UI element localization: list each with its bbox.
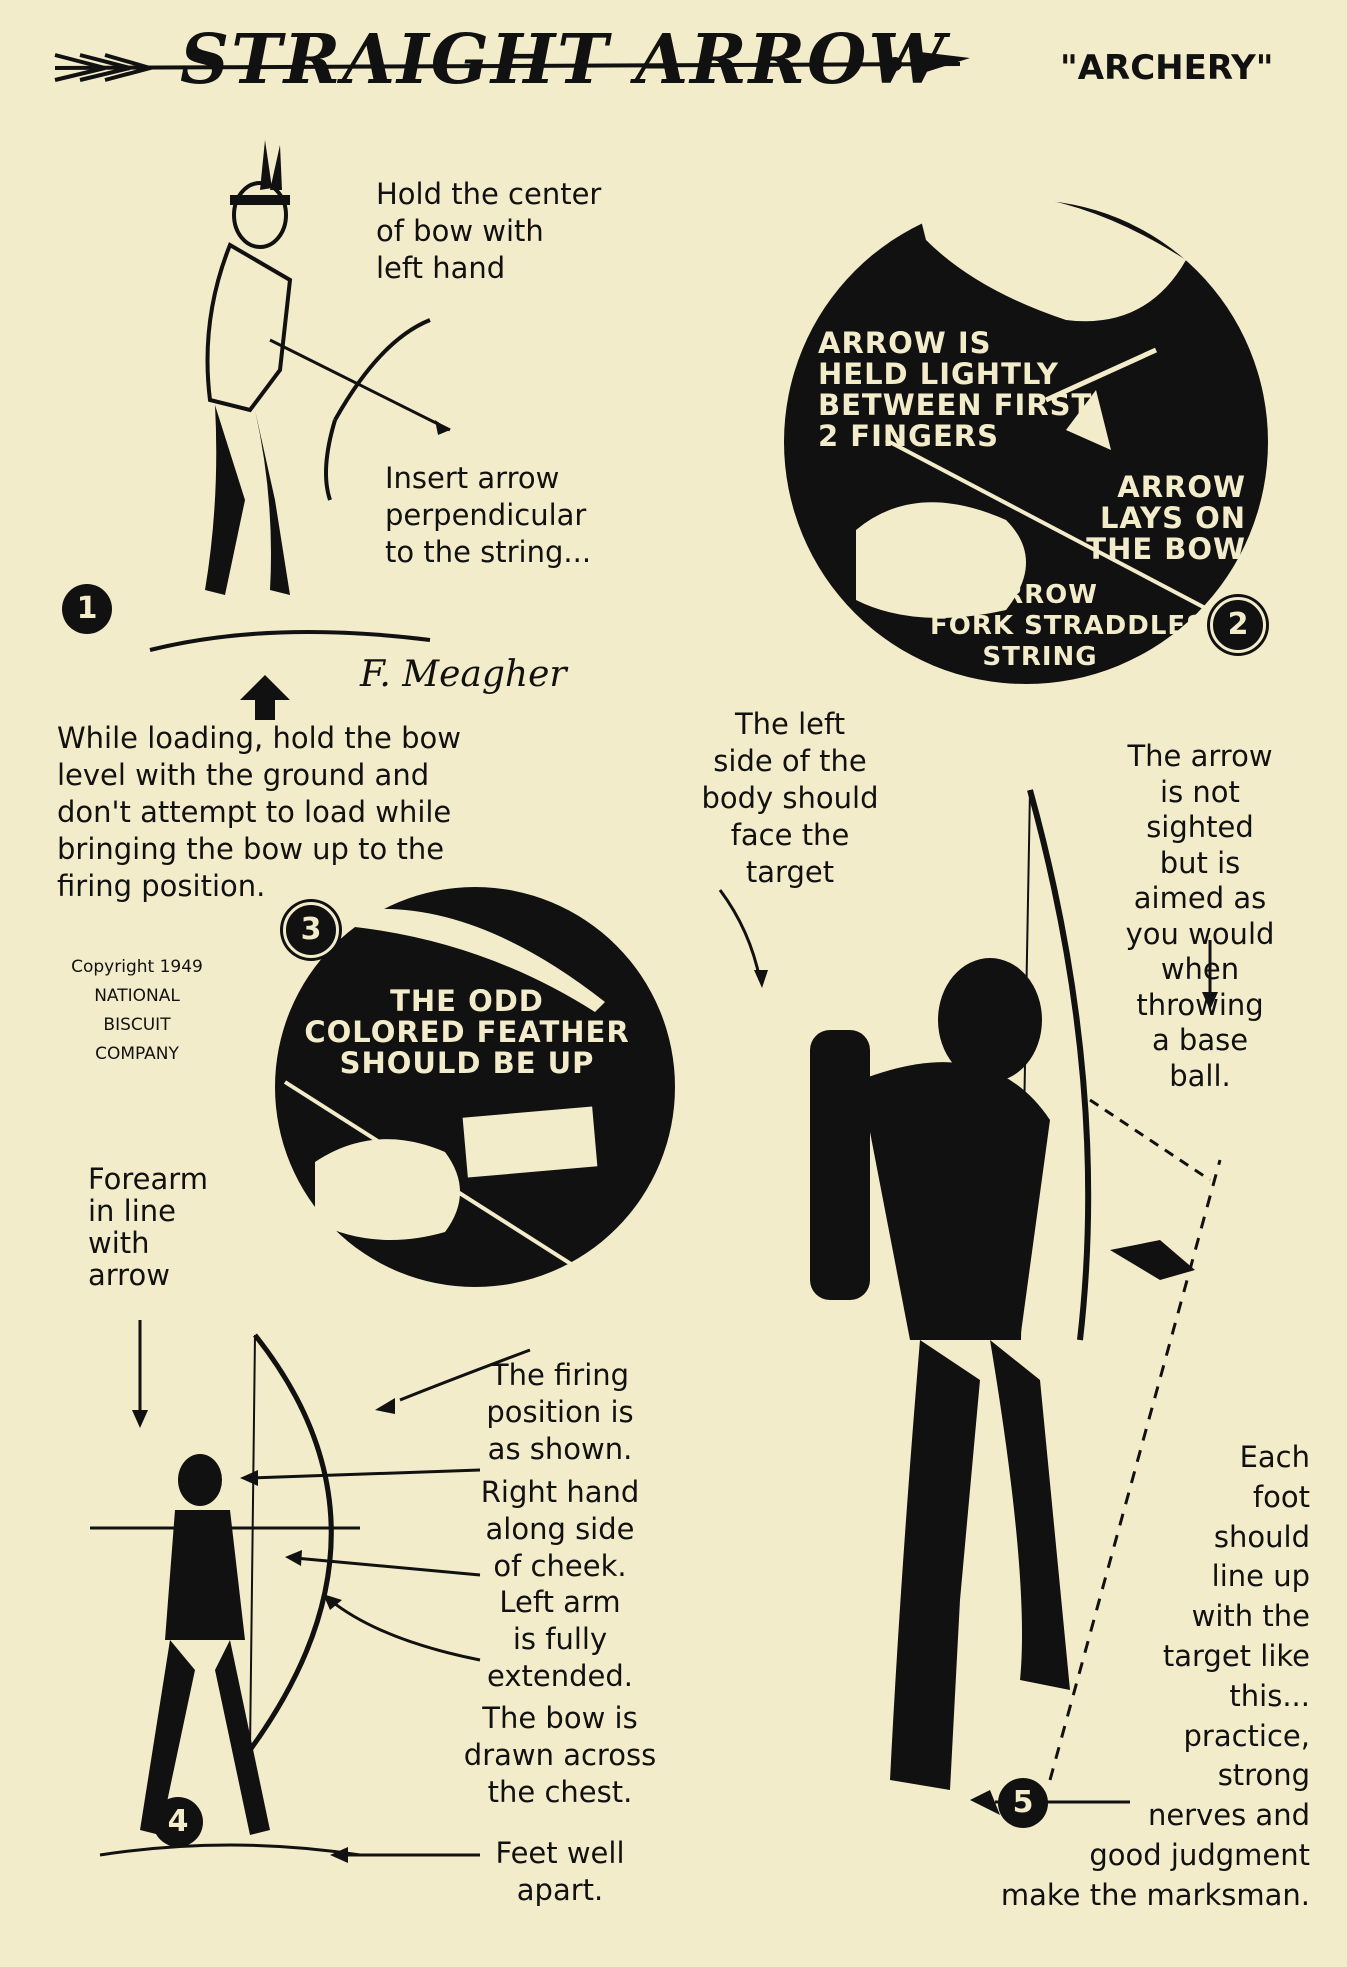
step2-lays-line3: THE BOW [1086, 532, 1246, 566]
step2-fork-line2: FORK STRADDLES [930, 611, 1206, 641]
forearm-line3: with [88, 1226, 150, 1260]
step1-arrow-caption-line1: Insert arrow [385, 461, 560, 495]
left-side-line5: target [745, 855, 835, 889]
foot-note-line5: with the [1191, 1599, 1310, 1634]
step1-arrow-caption-line3: to the string... [385, 535, 592, 569]
left-side-line2: side of the [713, 744, 867, 778]
left-side-line1: The left [734, 707, 846, 741]
step3-text-line1: THE ODD [390, 984, 544, 1018]
bow-drawn-line2: drawn across [463, 1738, 657, 1772]
step2-held-line2: HELD LIGHTLY [818, 357, 1059, 391]
feet-line2: apart. [516, 1873, 604, 1907]
forearm-line4: arrow [88, 1258, 170, 1292]
artist-signature: F. Meagher [360, 654, 567, 695]
copyright-line2: NATIONAL [94, 986, 180, 1006]
step1-arrow-caption-line2: perpendicular [385, 498, 587, 532]
arrow-note-line6: you would [1125, 916, 1275, 951]
firing-line3: as shown. [487, 1432, 633, 1466]
step3-badge: 3 [283, 902, 339, 958]
loading-note-line2: level with the ground and [57, 758, 430, 792]
firing-line2: position is [486, 1395, 634, 1429]
arrow-note-line9: a base [1151, 1023, 1249, 1057]
title-arrow-graphic [54, 52, 970, 82]
arrow-note-line1: The arrow [1127, 739, 1273, 773]
foot-note-line9: strong [1217, 1758, 1310, 1793]
step3-circle-graphic [275, 887, 675, 1294]
left-side-line3: body should [701, 781, 879, 815]
right-hand-line1: Right hand [480, 1475, 640, 1509]
foot-note-line4: line up [1211, 1559, 1310, 1594]
step3-text-line2: COLORED FEATHER [304, 1015, 630, 1049]
step2-circle-graphic [784, 192, 1268, 684]
arrow-note-line7: when [1160, 952, 1240, 986]
right-hand-line2: along side [485, 1512, 635, 1546]
arrow-note-line4: but is [1159, 845, 1241, 880]
loading-note-line5: firing position. [57, 869, 266, 903]
up-arrow-icon [240, 675, 290, 720]
step1-bow-caption-line2: of bow with [376, 214, 544, 248]
forearm-line2: in line [88, 1194, 176, 1228]
right-hand-line3: of cheek. [493, 1549, 627, 1583]
foot-note-line11: good judgment [1089, 1837, 1310, 1872]
foot-note-line10: nerves and [1147, 1798, 1310, 1833]
archer-stance-figure [718, 789, 1222, 1815]
left-arm-line1: Left arm [499, 1585, 621, 1619]
copyright-line1: Copyright 1949 [71, 957, 203, 977]
feet-line1: Feet well [495, 1836, 625, 1870]
step2-held-line4: 2 FINGERS [818, 419, 999, 453]
step2-held-line1: ARROW IS [818, 326, 992, 360]
step2-fork-line1: ARROW [982, 580, 1098, 610]
step2-lays-line2: LAYS ON [1099, 501, 1246, 535]
foot-note-line6: target like [1162, 1638, 1310, 1673]
forearm-line1: Forearm [88, 1162, 208, 1196]
foot-note-line7: this... [1229, 1678, 1310, 1713]
arrow-note-line8: throwing [1136, 987, 1264, 1022]
arrow-note-line5: aimed as [1133, 881, 1267, 915]
left-arm-line3: extended. [487, 1659, 633, 1693]
foot-note-line2: foot [1252, 1479, 1310, 1514]
loading-note-line4: bringing the bow up to the [57, 832, 445, 866]
loading-note-line1: While loading, hold the bow [57, 721, 461, 755]
arrow-note-line2: is not [1160, 774, 1240, 809]
step3-text-line3: SHOULD BE UP [339, 1046, 595, 1080]
archer-firing-figure [90, 1320, 531, 1863]
step2-lays-line1: ARROW [1117, 470, 1246, 504]
foot-note-line3: should [1213, 1519, 1310, 1554]
foot-note-line1: Each [1239, 1440, 1310, 1474]
page-subtitle: "ARCHERY" [1060, 48, 1274, 88]
bow-drawn-line3: the chest. [487, 1775, 633, 1809]
step1-bow-caption-line3: left hand [376, 251, 506, 285]
step1-bow-caption-line1: Hold the center [376, 177, 602, 211]
step2-held-line3: BETWEEN FIRST [818, 388, 1093, 422]
copyright-line3: BISCUIT [103, 1015, 171, 1035]
archer-loading-figure [149, 140, 451, 652]
bow-drawn-line1: The bow is [482, 1701, 638, 1735]
arrow-note-line3: sighted [1146, 810, 1254, 844]
page-title: STRAIGHT ARROW [180, 20, 947, 100]
foot-note-line12: make the marksman. [1000, 1877, 1310, 1912]
arrow-note-line10: ball. [1169, 1058, 1231, 1093]
step5-badge: 5 [998, 1778, 1048, 1828]
firing-line1: The firing [490, 1358, 630, 1392]
copyright-line4: COMPANY [95, 1044, 179, 1064]
left-arm-line2: is fully [512, 1622, 608, 1656]
left-side-line4: face the [730, 818, 850, 852]
step1-badge: 1 [62, 584, 112, 634]
step2-badge: 2 [1210, 597, 1266, 653]
loading-note-line3: don't attempt to load while [57, 795, 452, 829]
step2-fork-line3: STRING [982, 642, 1098, 672]
step4-badge: 4 [153, 1797, 203, 1847]
foot-note-line8: practice, [1183, 1718, 1310, 1753]
